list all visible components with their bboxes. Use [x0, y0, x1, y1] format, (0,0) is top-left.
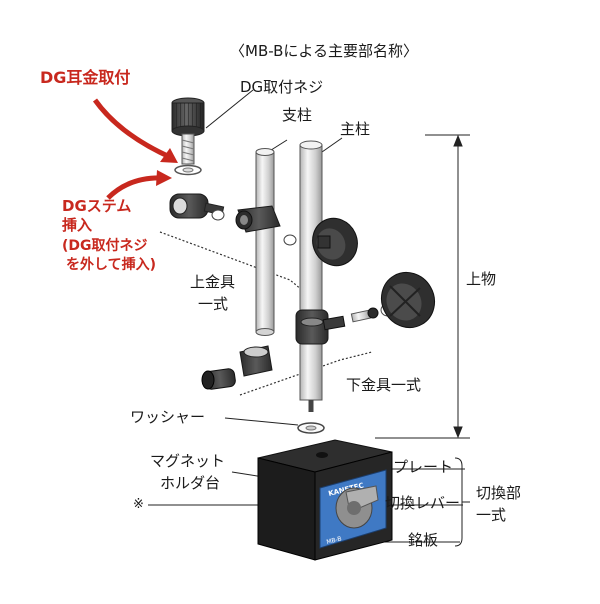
dg-ear-arrow — [92, 98, 174, 161]
dg-screw-leader — [205, 89, 254, 129]
upper-part-dimension — [375, 134, 470, 439]
lower-fitting-parts — [201, 345, 273, 390]
label-upper-part: 上物 — [466, 270, 497, 288]
upper-clamp — [235, 205, 297, 246]
main-post-leader — [321, 137, 343, 153]
label-main-post: 主柱 — [340, 120, 371, 138]
main-post — [299, 140, 323, 412]
label-plate: プレート — [393, 458, 454, 476]
label-support-post: 支柱 — [282, 106, 313, 124]
lower-fitting-bracket — [239, 351, 373, 396]
label-note-mark: ※ — [133, 497, 144, 512]
model-text: MB-B — [326, 535, 343, 546]
label-washer: ワッシャー — [130, 408, 206, 426]
label-nameplate: 銘板 — [408, 531, 439, 549]
label-magnet-line2: ホルダ台 — [160, 474, 221, 492]
upper-knob — [312, 217, 358, 267]
label-dg-stem-line2: 挿入 — [62, 216, 93, 234]
dg-ear-clamp — [169, 193, 225, 221]
label-dg-stem-line3: (DG取付ネジ — [62, 238, 148, 254]
label-dg-ear: DG耳金取付 — [40, 68, 131, 87]
label-upper-fitting-line2: 一式 — [198, 295, 229, 313]
dg-stem-arrowhead — [156, 170, 172, 186]
magnet-holder: KANETEC MB-B — [257, 439, 393, 561]
lower-knob — [380, 271, 436, 329]
lower-screw — [350, 307, 379, 323]
washer-hole — [305, 425, 317, 431]
diagram-title: 〈MB-Bによる主要部名称〉 — [230, 42, 418, 60]
switch-unit-bracket — [454, 457, 470, 547]
label-switch-unit-line1: 切換部 — [476, 484, 522, 502]
lower-clamp — [295, 303, 396, 345]
label-magnet-line1: マグネット — [150, 452, 226, 470]
label-dg-screw: DG取付ネジ — [240, 78, 324, 96]
label-upper-fitting-line1: 上金具 — [190, 273, 236, 291]
support-post — [255, 148, 275, 336]
dg-ear-arrowhead — [160, 148, 178, 163]
label-dg-stem-line4: を外して挿入) — [66, 257, 156, 273]
switch-lever[interactable] — [335, 485, 379, 529]
label-lower-fitting: 下金具一式 — [346, 376, 422, 394]
label-switch-lever: 切換レバー — [385, 494, 461, 512]
label-switch-unit-line2: 一式 — [476, 506, 507, 524]
label-dg-stem-line1: DGステム — [62, 197, 132, 215]
washer-leader — [224, 417, 299, 426]
dg-mount-screw — [171, 97, 205, 176]
